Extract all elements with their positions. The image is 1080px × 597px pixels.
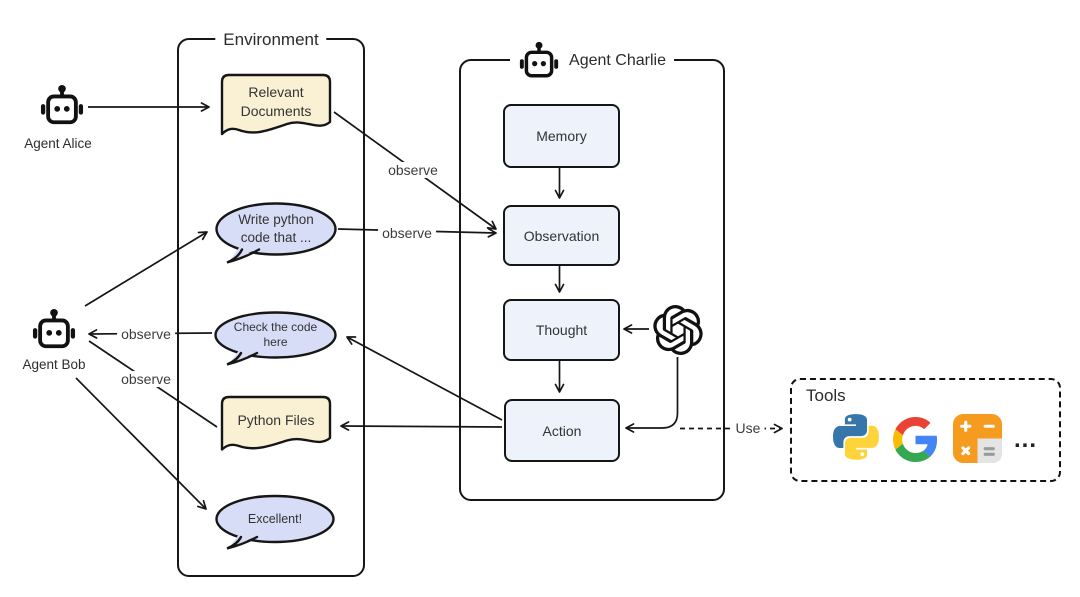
agent-alice-label: Agent Alice — [24, 136, 92, 151]
observe-label-python-files: observe — [117, 371, 175, 387]
bubble-check-code-line2: here — [263, 335, 288, 349]
openai-logo-icon — [653, 305, 703, 355]
box-observation: Observation — [503, 205, 620, 266]
agent-charlie-frame: Agent Charlie — [459, 41, 725, 501]
environment-frame: Environment — [177, 30, 365, 577]
observe-label-check-code: observe — [117, 326, 175, 342]
agent-alice-robot-icon — [40, 84, 84, 125]
agent-bob-robot-icon — [32, 308, 76, 349]
speech-bubble-icon — [214, 311, 337, 366]
document-icon — [220, 73, 332, 136]
google-logo-icon — [893, 417, 938, 462]
agent-alice — [39, 84, 85, 128]
box-thought: Thought — [503, 299, 620, 361]
tools-title: Tools — [806, 386, 846, 405]
python-files-shape: Python Files — [219, 394, 333, 460]
box-action: Action — [504, 399, 620, 462]
agent-bob — [31, 308, 77, 352]
bubble-check-code: Check the code here — [213, 311, 338, 367]
bubble-excellent-label: Excellent! — [247, 512, 303, 526]
relevant-documents-line1: Relevant — [248, 84, 304, 100]
agent-charlie-robot-icon — [519, 41, 559, 78]
agent-bob-label: Agent Bob — [22, 357, 86, 372]
python-logo-icon — [833, 414, 879, 460]
agent-charlie-title: Agent Charlie — [569, 52, 666, 69]
document-icon — [220, 395, 332, 451]
speech-bubble-icon — [215, 202, 337, 264]
use-label: Use — [731, 420, 765, 436]
speech-bubble-icon — [215, 494, 335, 550]
observe-label-write-code: observe — [378, 225, 436, 241]
bubble-excellent: Excellent! — [214, 494, 336, 550]
environment-title: Environment — [223, 30, 319, 49]
python-files-label: Python Files — [237, 412, 315, 428]
bubble-write-code: Write python code that ... — [214, 202, 338, 266]
bubble-write-code-line2: code that ... — [240, 230, 312, 245]
relevant-documents-line2: Documents — [240, 103, 312, 119]
box-memory: Memory — [503, 104, 620, 168]
bubble-write-code-line1: Write python — [238, 212, 314, 227]
observe-label-documents: observe — [384, 162, 442, 178]
tools-ellipsis: ... — [1014, 426, 1038, 453]
calculator-icon — [953, 414, 1002, 463]
bubble-check-code-line1: Check the code — [233, 320, 318, 334]
relevant-documents-shape: Relevant Documents — [219, 72, 333, 145]
